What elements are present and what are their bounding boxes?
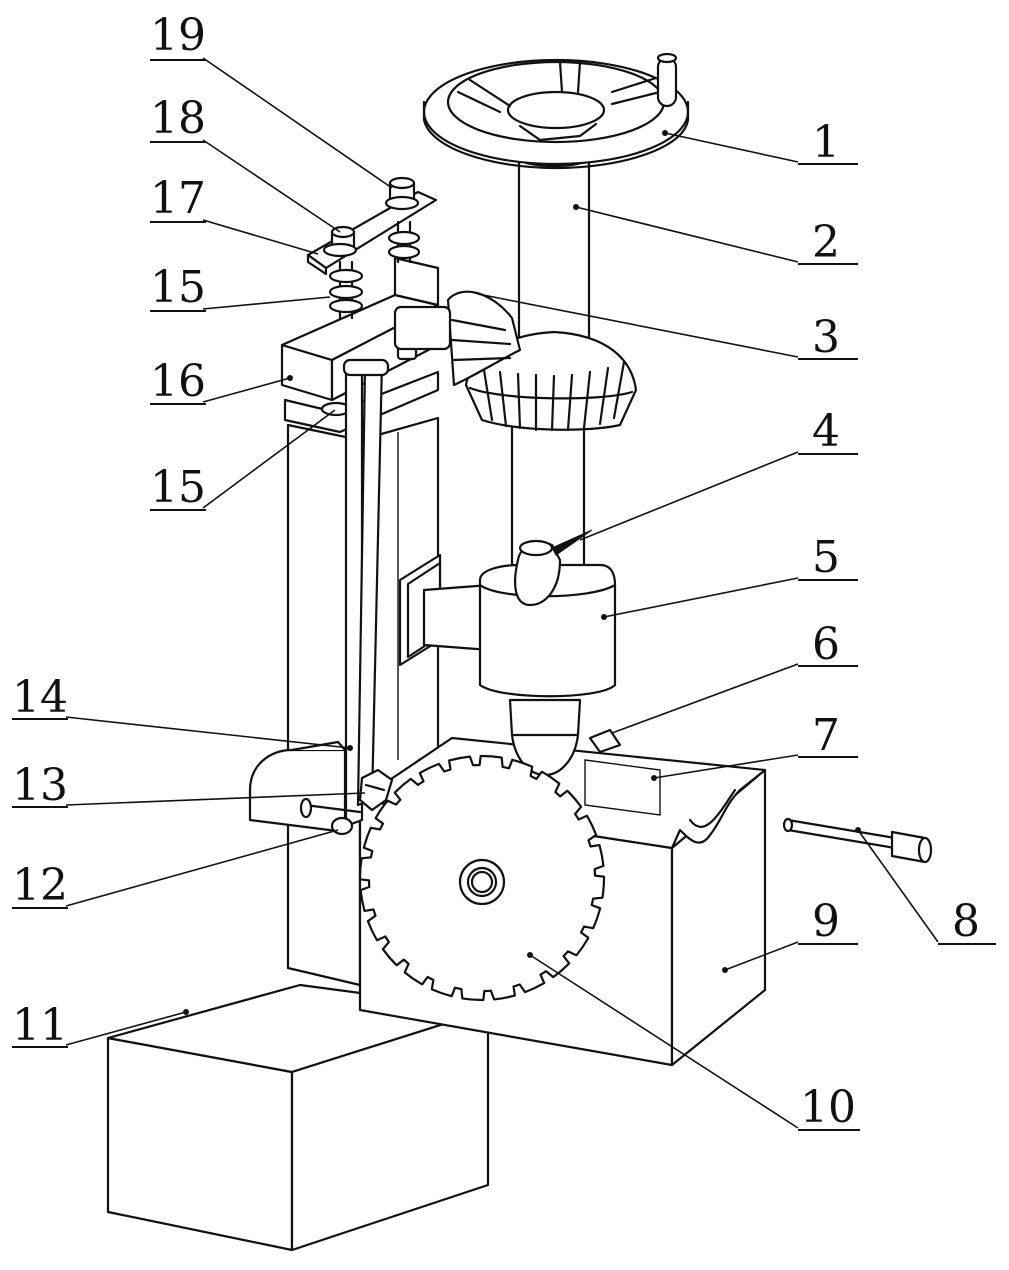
- callout-label-18: 18: [150, 93, 206, 144]
- vertical-belt-14: [342, 343, 418, 828]
- callout-text: 7: [812, 710, 840, 761]
- callout-text: 16: [150, 356, 206, 407]
- callout-label-3: 3: [798, 312, 858, 363]
- callout-text: 11: [12, 1000, 68, 1051]
- callout-text: 15: [150, 462, 206, 513]
- callout-label-13: 13: [12, 760, 68, 811]
- leader-lines: [65, 57, 939, 1129]
- callout-text: 2: [812, 217, 840, 268]
- lower-bearing-block: [248, 740, 362, 836]
- small-gear-13: [358, 768, 394, 812]
- callout-text: 13: [12, 760, 68, 811]
- callout-text: 6: [812, 619, 840, 670]
- callout-text: 18: [150, 93, 206, 144]
- callout-label-5: 5: [798, 532, 858, 583]
- callout-label-2: 2: [798, 217, 858, 268]
- callout-label-16: 16: [150, 356, 206, 407]
- callout-text: 17: [150, 173, 206, 224]
- pointer-4: [551, 529, 593, 556]
- callout-text: 15: [150, 262, 206, 313]
- callout-label-1: 1: [798, 117, 858, 168]
- callout-text: 5: [812, 532, 840, 583]
- callout-label-9: 9: [798, 896, 858, 947]
- bevel-gear-3: [393, 290, 638, 432]
- callout-text: 19: [150, 10, 206, 61]
- pin-8: [782, 817, 933, 864]
- callout-label-17: 17: [150, 173, 206, 224]
- slider-block-5: [478, 539, 617, 698]
- callout-label-10: 10: [798, 1082, 860, 1133]
- callout-text: 3: [812, 312, 840, 363]
- callout-label-15-upper: 15: [150, 262, 206, 313]
- callout-text: 12: [12, 860, 68, 911]
- callout-text: 10: [800, 1082, 856, 1133]
- base-block-11: [106, 983, 490, 1252]
- callout-label-14: 14: [12, 672, 68, 723]
- callout-label-11: 11: [12, 1000, 68, 1051]
- callout-text: 1: [812, 117, 840, 168]
- main-column: [286, 416, 440, 987]
- callout-label-8: 8: [938, 896, 996, 947]
- callout-label-12: 12: [12, 860, 68, 911]
- callout-label-7: 7: [798, 710, 858, 761]
- callout-text: 14: [12, 672, 68, 723]
- callout-label-6: 6: [798, 619, 858, 670]
- mounting-flange: [398, 553, 492, 667]
- callout-label-4: 4: [798, 406, 858, 457]
- leader-dots: [183, 130, 861, 1015]
- callout-text: 4: [812, 406, 840, 457]
- callout-text: 8: [952, 896, 980, 947]
- callout-label-19: 19: [150, 10, 206, 61]
- callout-text: 9: [812, 896, 840, 947]
- saw-wheel-10: [358, 754, 606, 1002]
- handwheel-1: [422, 52, 690, 170]
- adjust-bolts: [320, 176, 421, 417]
- callout-label-15-lower: 15: [150, 462, 206, 513]
